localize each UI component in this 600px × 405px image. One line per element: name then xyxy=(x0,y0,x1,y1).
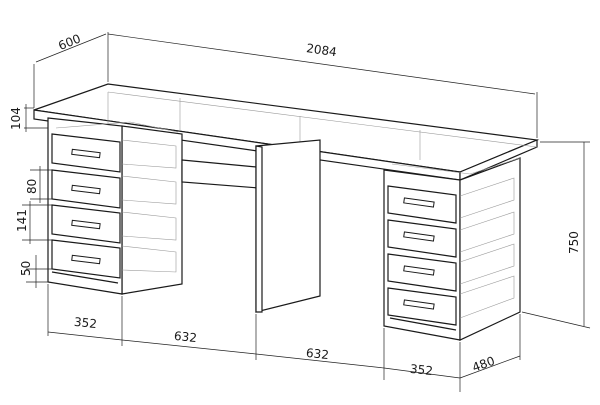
drawer-handle-icon xyxy=(403,197,435,208)
dim-label-cabinet-width-left: 352 xyxy=(73,315,97,331)
dim-label-plinth: 50 xyxy=(19,261,33,276)
right-drawer-2 xyxy=(387,219,457,258)
dim-label-cabinet-depth: 480 xyxy=(470,354,496,375)
drawer-handle-icon xyxy=(403,231,435,242)
dim-label-cabinet-width-right: 352 xyxy=(409,362,433,378)
right-drawer-3 xyxy=(387,253,457,292)
drawer-handle-icon xyxy=(71,184,101,195)
dimension-height xyxy=(521,141,591,329)
left-drawer-4 xyxy=(51,239,121,279)
dim-label-drawer-pitch: 141 xyxy=(15,209,29,232)
dimension-top-thickness xyxy=(24,104,48,132)
drawer-handle-icon xyxy=(71,254,101,265)
drawer-handle-icon xyxy=(403,265,435,276)
dimension-plinth xyxy=(26,255,52,288)
dim-label-drawer-height: 80 xyxy=(25,179,39,194)
dimension-depth xyxy=(33,32,109,108)
dim-label-depth: 600 xyxy=(56,31,82,53)
left-drawer-2 xyxy=(51,169,121,209)
left-drawer-3 xyxy=(51,204,121,244)
drawer-handle-icon xyxy=(71,219,101,230)
right-drawer-4 xyxy=(387,287,457,326)
dimension-cabinet-depth xyxy=(459,314,521,379)
right-drawer-1 xyxy=(387,185,457,224)
dim-label-gap-right: 632 xyxy=(305,346,329,362)
drawer-handle-icon xyxy=(403,299,435,310)
dim-label-height: 750 xyxy=(567,231,581,254)
left-drawer-1 xyxy=(51,133,121,173)
dim-label-total-length: 2084 xyxy=(305,41,337,59)
dimension-drawer-pitch xyxy=(22,201,52,244)
dimension-drawer-height xyxy=(30,166,52,203)
dimension-total-length xyxy=(107,33,538,138)
desk-top xyxy=(33,83,540,181)
dim-label-gap-left: 632 xyxy=(173,329,197,345)
center-leg-panel xyxy=(255,139,321,313)
dimension-bottom-widths xyxy=(47,284,461,392)
drawer-handle-icon xyxy=(71,148,101,159)
dim-label-top-thickness: 104 xyxy=(9,107,23,130)
